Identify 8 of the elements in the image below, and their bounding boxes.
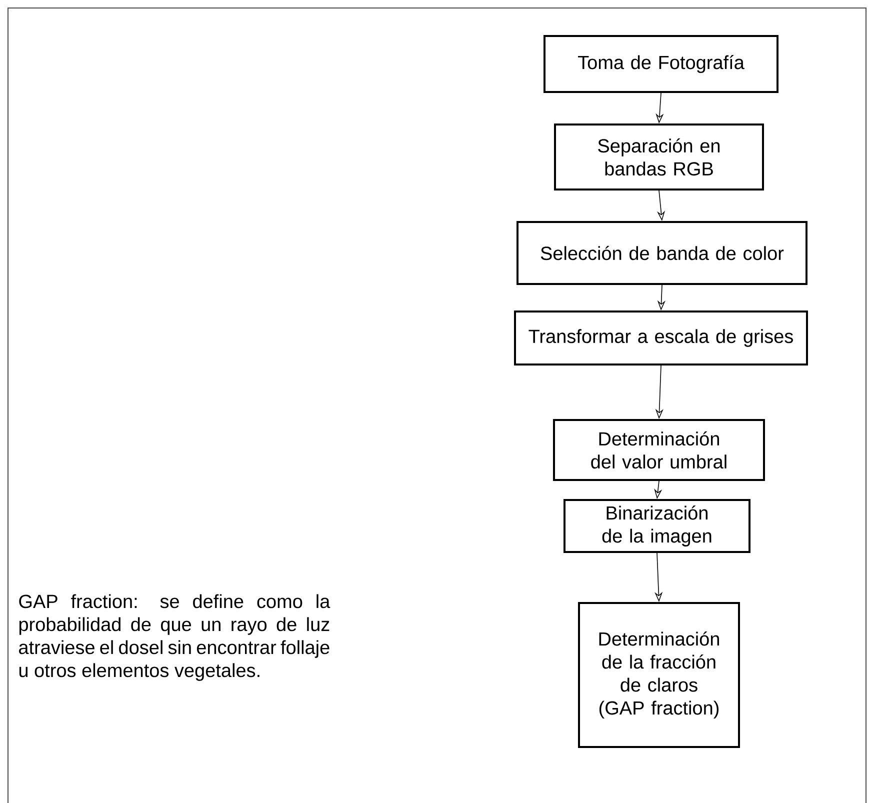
process-box: Toma de Fotografía (544, 35, 778, 93)
process-box: Binarización de la imagen (564, 499, 750, 553)
process-box: Determinación del valor umbral (553, 419, 765, 481)
note-text: GAP fraction: se define como la probabilidad de que un rayo de luz atraviese el dosel sin encontrar follaje u otros elementos vegetales. (19, 594, 330, 681)
process-box: Transformar a escala de grises (514, 310, 808, 366)
process-box: Selección de banda de color (516, 221, 808, 285)
process-box: Separación en bandas RGB (554, 124, 764, 190)
process-box: Determinación de la fracción de claros (GAP fraction) (578, 602, 740, 748)
